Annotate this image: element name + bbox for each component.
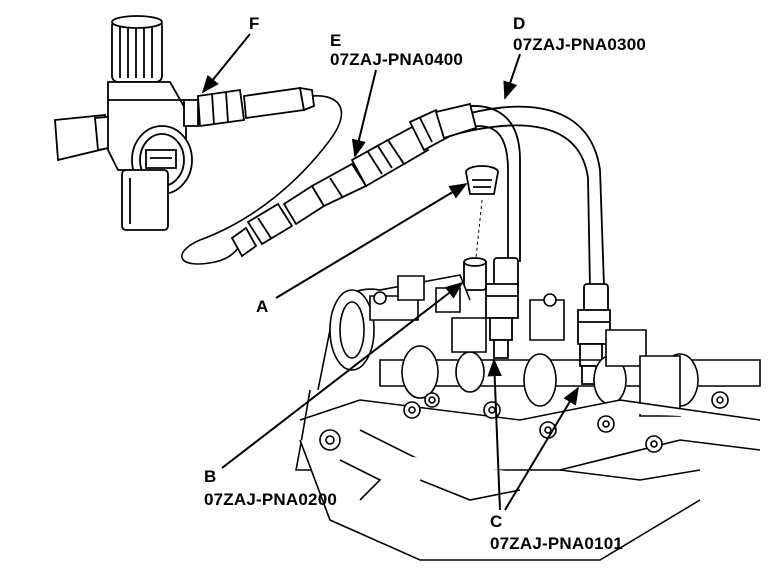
pressure-regulator-gauge bbox=[55, 16, 314, 230]
engine-cylinder-head bbox=[296, 275, 760, 560]
callout-b-part-number: 07ZAJ-PNA0200 bbox=[204, 490, 337, 509]
air-supply-hose bbox=[182, 96, 342, 264]
plug-a-guide-line bbox=[476, 200, 482, 258]
leader-b bbox=[222, 281, 464, 468]
callout-a-letter: A bbox=[256, 297, 269, 316]
callout-d-part-number: 07ZAJ-PNA0300 bbox=[513, 35, 646, 54]
leader-a bbox=[276, 183, 468, 298]
leader-c-right bbox=[505, 386, 579, 510]
leader-c-left bbox=[487, 358, 502, 510]
hose-assembly-d bbox=[436, 104, 604, 288]
callout-c-letter: C bbox=[490, 512, 503, 531]
plug-a bbox=[466, 166, 498, 194]
callout-b-letter: B bbox=[204, 467, 217, 486]
fitting-c-left bbox=[486, 258, 518, 358]
callout-c-part-number: 07ZAJ-PNA0101 bbox=[490, 534, 623, 553]
callout-e-letter: E bbox=[330, 31, 342, 50]
adapter-e-coupler bbox=[232, 110, 450, 256]
leader-e bbox=[351, 70, 376, 158]
adapter-b bbox=[464, 258, 486, 290]
callout-d-letter: D bbox=[513, 14, 526, 33]
leader-f bbox=[201, 34, 250, 94]
leader-d bbox=[503, 54, 520, 100]
callout-e-part-number: 07ZAJ-PNA0400 bbox=[330, 50, 463, 69]
callout-f-letter: F bbox=[249, 14, 260, 33]
leader-lines bbox=[201, 34, 579, 510]
